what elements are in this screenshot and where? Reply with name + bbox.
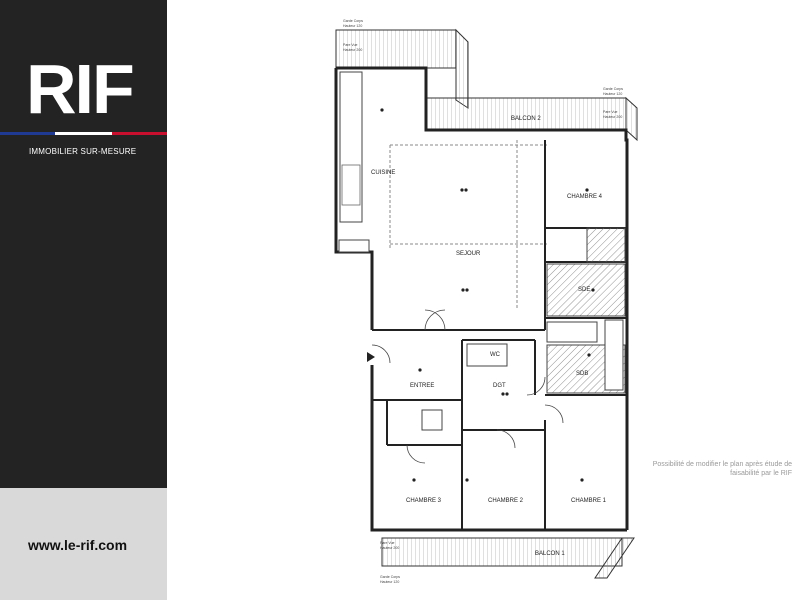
room-label-sde: SDE xyxy=(578,287,590,293)
annotation-hauteur-200-right: Hauteur 200 xyxy=(603,115,622,119)
annotation-pare-vue-right: Pare Vue xyxy=(603,110,618,114)
website-link[interactable]: www.le-rif.com xyxy=(28,537,128,553)
room-label-balcon-1: BALCON 1 xyxy=(535,551,565,557)
balcony-2-deck xyxy=(425,97,627,131)
light-fixture-icons xyxy=(380,108,595,482)
rif-logo: RIF xyxy=(26,50,135,128)
floor-plan-drawing: CUISINE SEJOUR CHAMBRE 4 SDE WC DGT SDB … xyxy=(334,19,638,584)
annotation-pare-vue-bottom: Pare Vue xyxy=(380,541,395,545)
room-label-chambre-1: CHAMBRE 1 xyxy=(571,498,607,504)
annotation-garde-corps-bottom: Garde Corps xyxy=(380,575,400,579)
annotation-garde-corps-right: Garde Corps xyxy=(603,87,623,91)
room-label-balcon-2: BALCON 2 xyxy=(511,116,541,122)
sde-area xyxy=(546,263,626,317)
room-label-chambre-3: CHAMBRE 3 xyxy=(406,498,442,504)
room-label-chambre-4: CHAMBRE 4 xyxy=(567,194,603,200)
room-label-cuisine: CUISINE xyxy=(371,170,395,176)
room-label-entree: ENTREE xyxy=(410,383,434,389)
balcony-1-deck xyxy=(381,537,623,567)
tagline: IMMOBILIER SUR-MESURE xyxy=(29,147,137,156)
tricolor-stripe xyxy=(0,132,167,135)
room-label-sejour: SEJOUR xyxy=(456,251,481,257)
annotation-garde-corps-top: Garde Corps xyxy=(343,19,363,23)
sidebar-footer-panel xyxy=(0,488,167,600)
section-title: PLAN xyxy=(756,418,792,433)
annotation-hauteur-120-right: Hauteur 120 xyxy=(603,92,622,96)
annotation-pare-vue-top: Pare Vue xyxy=(343,43,358,47)
room-label-chambre-2: CHAMBRE 2 xyxy=(488,498,524,504)
entry-arrow-icon xyxy=(367,352,375,362)
annotation-hauteur-120-bottom: Hauteur 120 xyxy=(380,580,399,584)
room-label-dgt: DGT xyxy=(493,383,506,389)
room-label-sdb: SDB xyxy=(576,371,588,377)
room-label-wc: WC xyxy=(490,352,501,358)
feasibility-note: Possibilité de modifier le plan après ét… xyxy=(652,461,792,477)
floor-plan: CUISINE SEJOUR CHAMBRE 4 SDE WC DGT SDB … xyxy=(167,0,800,600)
annotation-hauteur-200-bottom: Hauteur 200 xyxy=(380,546,399,550)
annotation-hauteur-120-top: Hauteur 120 xyxy=(343,24,362,28)
annotation-hauteur-200-top: Hauteur 200 xyxy=(343,48,362,52)
